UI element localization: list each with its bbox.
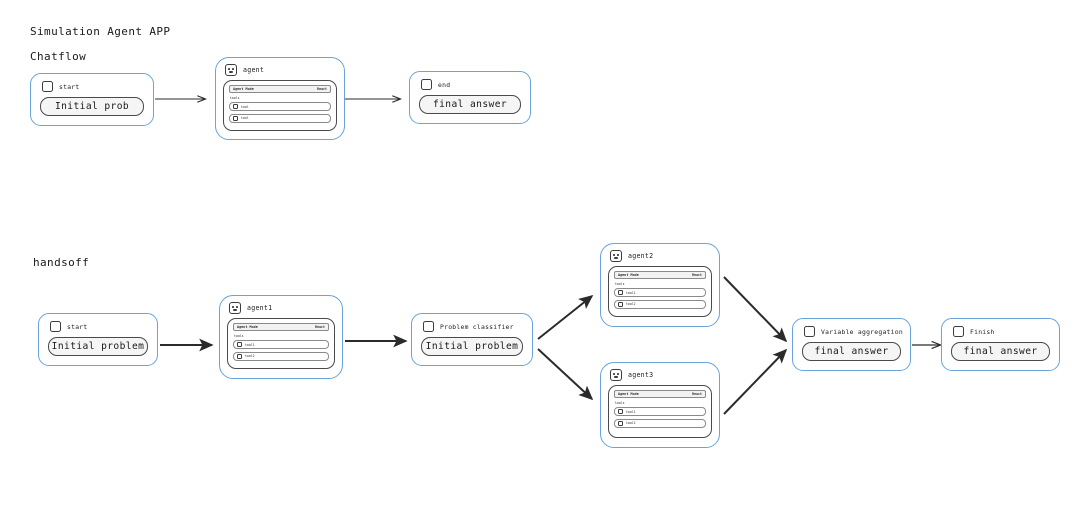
node-title: end bbox=[438, 80, 451, 89]
tool-checkbox-icon bbox=[233, 115, 238, 121]
node-value-pill[interactable]: Initial problem bbox=[48, 337, 148, 356]
checkbox-icon bbox=[42, 81, 53, 92]
agent-config-panel: Agent Mode React tools tool1 tool2 bbox=[608, 385, 712, 438]
agent-mode-value: React bbox=[315, 325, 325, 329]
agent-config-panel: Agent Mode React tools tool1 tool2 bbox=[227, 318, 335, 369]
node-handsoff-agent3[interactable]: agent3 Agent Mode React tools tool1 tool… bbox=[600, 362, 720, 448]
section-label-chatflow: Chatflow bbox=[30, 50, 87, 63]
agent-mode-value: React bbox=[692, 273, 702, 277]
node-header: agent1 bbox=[227, 302, 335, 314]
tool-list-item[interactable]: tool1 bbox=[614, 288, 706, 297]
checkbox-icon bbox=[50, 321, 61, 332]
tool-list-item[interactable]: tool2 bbox=[614, 299, 706, 309]
agent-mode-row[interactable]: Agent Mode React bbox=[614, 271, 706, 279]
node-handsoff-start[interactable]: start Initial problem bbox=[38, 313, 158, 366]
edge-handsoff-agent2-aggregation bbox=[723, 276, 788, 343]
node-title: Variable aggregation bbox=[821, 327, 903, 336]
tool-name: tool2 bbox=[245, 354, 255, 358]
node-title: Problem classifier bbox=[440, 322, 514, 331]
edge-handsoff-classifier-agent3 bbox=[537, 348, 594, 401]
tool-name: tool2 bbox=[626, 302, 636, 306]
section-label-handsoff: handsoff bbox=[33, 256, 90, 269]
tool-name: tool1 bbox=[245, 342, 255, 347]
agent-mode-label: Agent Mode bbox=[618, 392, 639, 396]
node-chatflow-end[interactable]: end final answer bbox=[409, 71, 531, 124]
tool-checkbox-icon bbox=[233, 104, 238, 109]
node-chatflow-agent[interactable]: agent Agent Mode React tools tool tool bbox=[215, 57, 345, 140]
agent-config-panel: Agent Mode React tools tool1 tool2 bbox=[608, 266, 712, 317]
edge-handsoff-classifier-agent2 bbox=[537, 295, 594, 340]
tool-checkbox-icon bbox=[618, 301, 623, 307]
tools-label: tools bbox=[615, 400, 625, 405]
tool-name: tool1 bbox=[626, 290, 636, 295]
node-title: agent3 bbox=[628, 371, 654, 379]
tool-name: tool2 bbox=[626, 421, 636, 425]
tool-name: tool bbox=[241, 104, 249, 109]
agent-mode-row[interactable]: Agent Mode React bbox=[614, 390, 706, 398]
page-title: Simulation Agent APP bbox=[30, 25, 171, 38]
agent-robot-icon bbox=[610, 250, 622, 262]
node-title: start bbox=[67, 322, 88, 331]
node-header: Problem classifier bbox=[421, 321, 523, 332]
checkbox-icon bbox=[421, 79, 432, 90]
tool-name: tool1 bbox=[626, 409, 636, 414]
node-handsoff-finish[interactable]: Finish final answer bbox=[941, 318, 1060, 371]
node-value-pill[interactable]: final answer bbox=[951, 342, 1050, 361]
agent-robot-icon bbox=[225, 64, 237, 76]
node-header: start bbox=[40, 81, 144, 92]
agent-mode-label: Agent Mode bbox=[237, 325, 258, 329]
tools-label: tools bbox=[615, 281, 625, 286]
node-header: Finish bbox=[951, 326, 1050, 337]
agent-mode-row[interactable]: Agent Mode React bbox=[233, 323, 329, 331]
node-header: agent bbox=[223, 64, 337, 76]
node-handsoff-agent1[interactable]: agent1 Agent Mode React tools tool1 tool… bbox=[219, 295, 343, 379]
tools-label: tools bbox=[234, 333, 244, 338]
node-header: end bbox=[419, 79, 521, 90]
checkbox-icon bbox=[423, 321, 434, 332]
checkbox-icon bbox=[804, 326, 815, 337]
node-header: Variable aggregation bbox=[802, 326, 903, 337]
node-value-pill[interactable]: Initial problem bbox=[421, 337, 523, 356]
agent-robot-icon bbox=[229, 302, 241, 314]
node-handsoff-aggregation[interactable]: Variable aggregation final answer bbox=[792, 318, 911, 371]
node-value-pill[interactable]: final answer bbox=[419, 95, 521, 114]
tools-label: tools bbox=[230, 95, 240, 100]
agent-mode-value: React bbox=[317, 87, 327, 91]
node-title: Finish bbox=[970, 327, 995, 336]
node-title: agent1 bbox=[247, 304, 273, 312]
node-title: agent bbox=[243, 66, 265, 74]
tool-list-item[interactable]: tool1 bbox=[233, 340, 329, 349]
agent-mode-label: Agent Mode bbox=[618, 273, 639, 277]
node-title: agent2 bbox=[628, 252, 654, 260]
tool-checkbox-icon bbox=[618, 420, 623, 426]
tool-list-item[interactable]: tool bbox=[229, 113, 331, 123]
tool-checkbox-icon bbox=[237, 342, 242, 347]
node-chatflow-start[interactable]: start Initial prob bbox=[30, 73, 154, 126]
node-value-pill[interactable]: final answer bbox=[802, 342, 901, 361]
node-handsoff-classifier[interactable]: Problem classifier Initial problem bbox=[411, 313, 533, 366]
node-header: start bbox=[48, 321, 148, 332]
tool-list-item[interactable]: tool2 bbox=[614, 418, 706, 428]
tool-checkbox-icon bbox=[618, 290, 623, 295]
node-header: agent3 bbox=[608, 369, 712, 381]
edge-handsoff-agent3-aggregation bbox=[723, 348, 788, 415]
node-handsoff-agent2[interactable]: agent2 Agent Mode React tools tool1 tool… bbox=[600, 243, 720, 327]
tool-list-item[interactable]: tool bbox=[229, 102, 331, 111]
agent-robot-icon bbox=[610, 369, 622, 381]
tool-list-item[interactable]: tool1 bbox=[614, 407, 706, 416]
node-title: start bbox=[59, 82, 80, 91]
checkbox-icon bbox=[953, 326, 964, 337]
node-header: agent2 bbox=[608, 250, 712, 262]
agent-mode-value: React bbox=[692, 392, 702, 396]
agent-mode-label: Agent Mode bbox=[233, 87, 254, 91]
tool-list-item[interactable]: tool2 bbox=[233, 351, 329, 361]
tool-checkbox-icon bbox=[237, 353, 242, 359]
node-value-pill[interactable]: Initial prob bbox=[40, 97, 144, 116]
agent-mode-row[interactable]: Agent Mode React bbox=[229, 85, 331, 93]
agent-config-panel: Agent Mode React tools tool tool bbox=[223, 80, 337, 131]
tool-name: tool bbox=[241, 116, 249, 120]
tool-checkbox-icon bbox=[618, 409, 623, 414]
